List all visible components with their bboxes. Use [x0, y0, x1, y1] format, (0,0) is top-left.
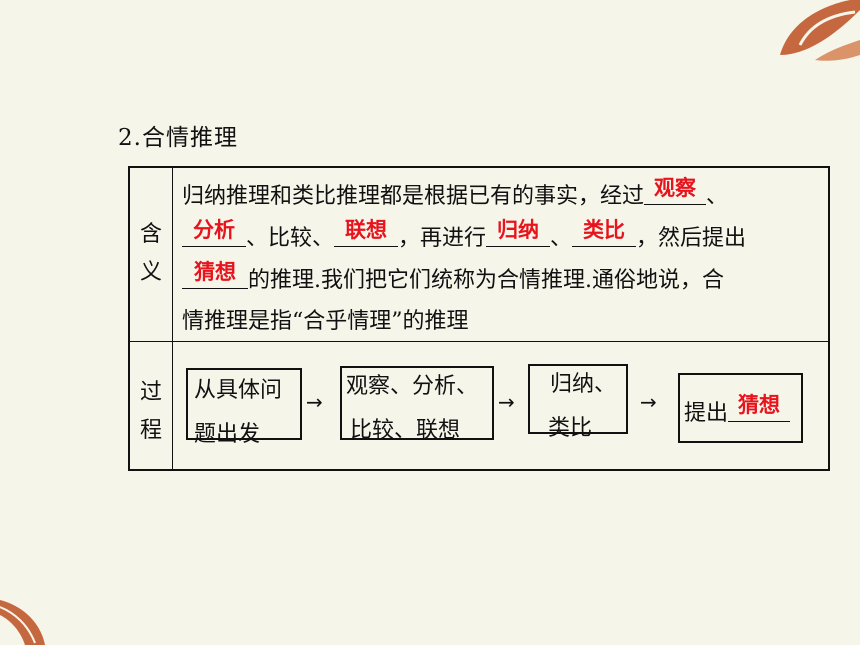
reasoning-table: 含 义 过 程 归纳推理和类比推理都是根据已有的事实，经过观察、 分析、比较、联… [128, 166, 830, 471]
answer-induce: 归纳 [497, 218, 540, 242]
text-segment: ，再进行 [398, 226, 487, 251]
row-header-char: 义 [139, 260, 162, 285]
process-box-text: 观察、分析、 [346, 374, 479, 399]
row-header-process: 过 程 [130, 374, 172, 450]
process-box-text: 比较、联想 [350, 418, 461, 443]
process-box-start: 从具体问 题出发 [186, 368, 302, 447]
text-segment: 、 [706, 184, 729, 209]
answer-observe: 观察 [654, 176, 697, 200]
flow-arrow-icon: → [640, 390, 657, 414]
process-box-text: 类比 [548, 416, 593, 441]
process-box-observe: 观察、分析、 比较、联想 [340, 366, 494, 443]
flow-arrow-icon: → [498, 390, 515, 414]
answer-analogy: 类比 [583, 218, 626, 242]
answer-associate: 联想 [345, 218, 388, 242]
answer-blank: 联想 [334, 218, 399, 247]
meaning-line-1: 归纳推理和类比推理都是根据已有的事实，经过观察、 [182, 176, 728, 216]
row-header-meaning: 含 义 [130, 216, 172, 292]
answer-blank: 分析 [182, 218, 246, 247]
answer-blank: 猜想 [182, 260, 248, 289]
answer-conjecture: 猜想 [194, 260, 236, 284]
answer-blank: 猜想 [728, 393, 791, 422]
process-box-text: 归纳、 [550, 372, 617, 397]
flow-arrow-icon: → [306, 390, 323, 414]
process-box-text: 题出发 [194, 422, 261, 447]
text-segment: 归纳推理和类比推理都是根据已有的事实，经过 [182, 184, 645, 209]
row-header-char: 含 [139, 222, 162, 247]
answer-blank: 观察 [644, 176, 707, 205]
process-box-conjecture: 提出猜想 [678, 373, 803, 443]
text-segment: 情推理是指“合乎情理”的推理 [182, 309, 469, 334]
text-segment: 、比较、 [246, 226, 335, 251]
meaning-line-4: 情推理是指“合乎情理”的推理 [182, 302, 469, 342]
leaf-decoration-top-right [780, 0, 860, 61]
process-box-text: 提出猜想 [684, 393, 791, 427]
process-box-text: 从具体问 [194, 378, 283, 403]
row-header-char: 过 [139, 380, 162, 405]
text-segment: ，然后提出 [636, 226, 747, 251]
column-divider [172, 168, 173, 469]
row-divider [130, 341, 828, 342]
answer-blank: 类比 [572, 218, 637, 247]
meaning-line-3: 猜想的推理.我们把它们统称为合情推理.通俗地说，合 [182, 260, 724, 300]
leaf-decoration-bottom-left [0, 600, 45, 645]
text-segment: 、 [550, 226, 573, 251]
section-title: 2.合情推理 [118, 125, 238, 151]
answer-analyze: 分析 [193, 218, 235, 242]
answer-conjecture-process: 猜想 [738, 393, 781, 417]
meaning-line-2: 分析、比较、联想 ，再进行归纳、类比 ，然后提出 [182, 218, 746, 258]
row-header-char: 程 [139, 418, 162, 443]
process-box-induce: 归纳、 类比 [528, 364, 628, 441]
answer-blank: 归纳 [486, 218, 551, 247]
text-segment: 提出 [684, 401, 729, 426]
text-segment: 的推理.我们把它们统称为合情推理.通俗地说，合 [248, 268, 724, 293]
